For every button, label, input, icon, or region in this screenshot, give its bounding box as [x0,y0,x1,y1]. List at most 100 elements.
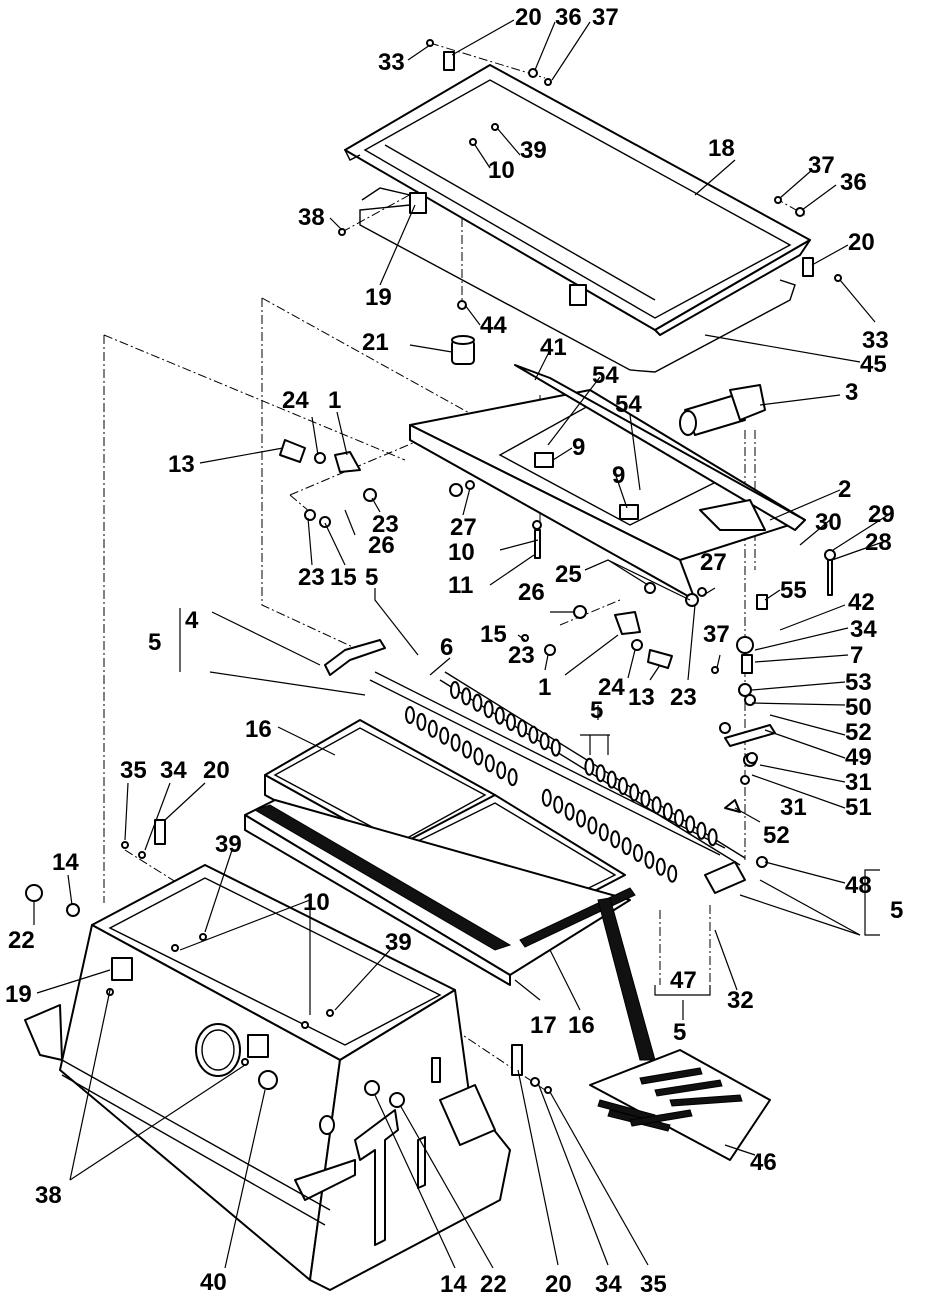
coil-ring [550,738,561,757]
latch [154,819,166,845]
callout-label: 20 [203,757,230,784]
callout-label: 30 [815,509,842,536]
callout-label: 4 [185,607,199,634]
coil-ring [541,788,552,807]
coil-ring [674,809,684,827]
coil-row-a [450,681,718,847]
coil-ring [662,802,673,821]
callout-label: 40 [200,1269,227,1296]
callout-label: 10 [488,157,515,184]
callout-label: 10 [303,889,330,916]
callout-label: 31 [845,769,872,796]
callout-label: 15 [480,621,507,648]
coil-ring [685,815,696,834]
coil-ring [539,732,550,751]
coil-ring [651,796,662,815]
coil-ring [564,802,575,821]
callout-label: 49 [845,744,872,771]
coil-ring [439,726,450,745]
coil-ring [707,828,718,847]
coil-ring [472,693,483,712]
callout-label: 50 [845,694,872,721]
hopper [24,864,511,1291]
callout-label: 54 [615,391,642,418]
callout-label: 5 [365,564,378,591]
callout-label: 23 [298,564,325,591]
coil-ring [450,681,460,699]
callout-label: 45 [860,351,887,378]
coil-ring [640,789,651,808]
callout-label: 27 [700,549,727,576]
assembly-line [289,494,311,513]
coil-ring [576,809,586,828]
assembly-line [341,139,471,233]
callout-label: 2 [838,476,851,503]
bracket [443,51,455,71]
pointer-arrow [597,897,656,1061]
callout-label: 34 [850,616,877,643]
callout-label: 23 [508,642,535,669]
coil-ring [494,706,505,725]
coil-ring [587,816,598,835]
motor [679,384,766,436]
callout-label: 20 [848,229,875,256]
hinge [111,957,133,981]
callout-label: 26 [368,532,395,559]
callout-label: 38 [35,1182,62,1209]
callout-label: 28 [865,529,892,556]
callout-label: 17 [530,1012,557,1039]
coil-ring [507,768,518,787]
callout-label: 33 [862,327,889,354]
callout-label: 6 [440,634,453,661]
callout-label: 36 [555,4,582,31]
callout-label: 1 [328,387,341,414]
callout-label: 37 [703,621,730,648]
coil-ring [595,764,606,783]
callouts: 20 36 37 33 39 10 18 37 36 38 20 19 33 4… [5,4,903,1298]
callout-label: 20 [545,1271,572,1298]
coil-row-b [405,706,678,883]
callout-label: 33 [378,49,405,76]
callout-label: 44 [480,312,507,339]
callout-label: 32 [727,987,754,1014]
bearing-right [614,611,673,669]
callout-label: 22 [8,927,35,954]
bearing-left [279,439,361,473]
coil-ring [473,747,484,766]
assembly-line [429,42,546,79]
coil-ring [618,777,628,795]
callout-label: 41 [540,334,567,361]
coil-ring [483,700,494,719]
coil-ring [405,706,415,724]
callout-label: 13 [628,684,655,711]
callout-label: 27 [450,514,477,541]
callout-label: 10 [448,539,475,566]
coil-ring [610,830,621,849]
callout-label: 47 [670,967,697,994]
bumper [451,335,475,365]
tray [244,799,636,986]
coil-ring [621,837,632,856]
callout-label: 39 [520,137,547,164]
callout-label: 34 [595,1271,622,1298]
callout-label: 14 [440,1271,467,1298]
callout-label: 5 [673,1019,686,1046]
coil-ring [450,733,461,752]
coil-ring [416,712,427,731]
coil-ring [606,770,617,789]
callout-label: 53 [845,669,872,696]
callout-label: 39 [385,929,412,956]
coil-ring [655,857,666,876]
callout-label: 3 [845,379,858,406]
assembly-line [103,334,406,461]
callout-label: 26 [518,579,545,606]
strip-detail [589,1049,771,1161]
callout-label: 23 [670,684,697,711]
callout-label: 5 [590,697,603,724]
coil-ring [484,754,495,773]
bracket [802,257,814,277]
callout-label: 9 [572,434,585,461]
hinge [569,284,587,306]
block [619,504,639,520]
callout-label: 19 [5,981,32,1008]
